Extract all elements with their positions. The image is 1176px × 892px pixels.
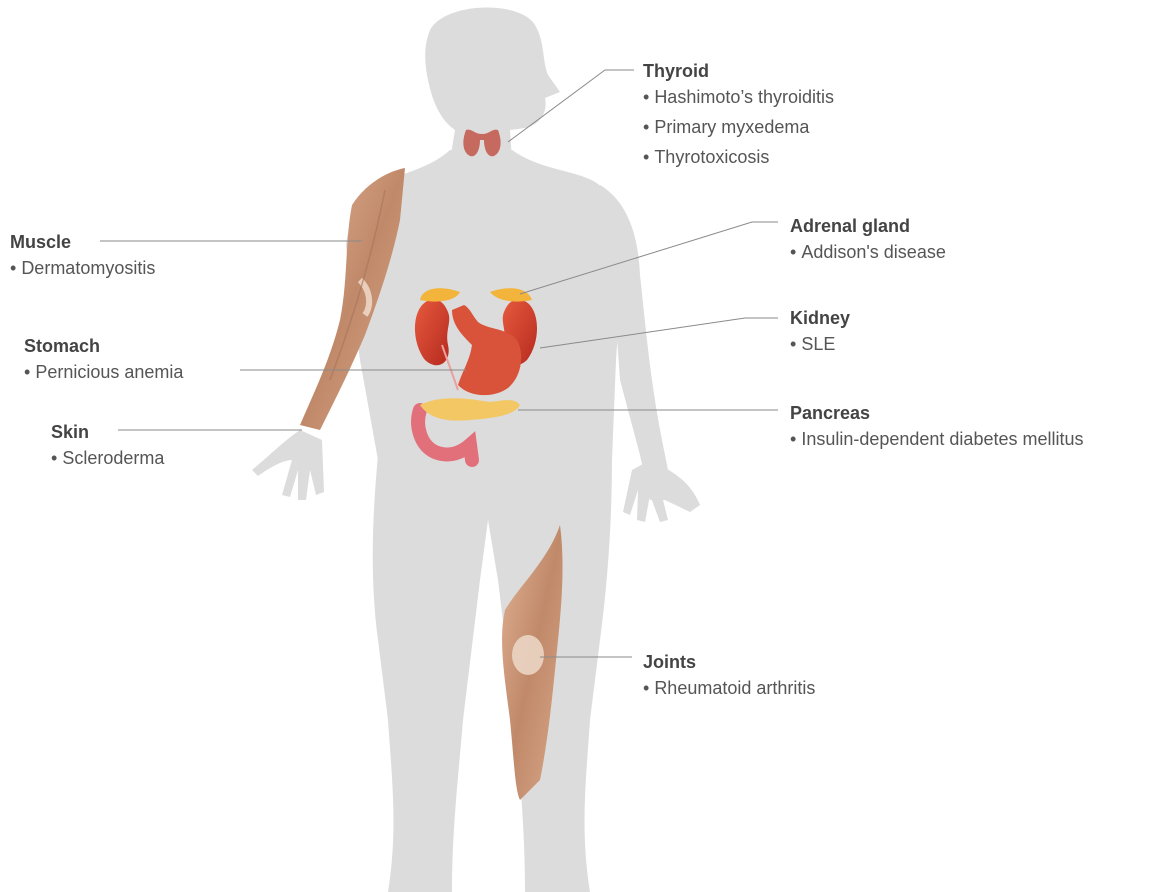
label-title: Kidney <box>790 307 850 329</box>
label-item: Pernicious anemia <box>24 357 183 387</box>
label-title: Pancreas <box>790 402 1084 424</box>
label-title: Adrenal gland <box>790 215 946 237</box>
label-title: Skin <box>51 421 164 443</box>
label-title: Muscle <box>10 231 155 253</box>
label-kidney: Kidney SLE <box>790 307 850 359</box>
label-stomach: Stomach Pernicious anemia <box>24 335 183 387</box>
label-item: Scleroderma <box>51 443 164 473</box>
label-title: Stomach <box>24 335 183 357</box>
label-pancreas: Pancreas Insulin-dependent diabetes mell… <box>790 402 1084 454</box>
label-item: Insulin-dependent diabetes mellitus <box>790 424 1084 454</box>
label-item: Dermatomyositis <box>10 253 155 283</box>
label-muscle: Muscle Dermatomyositis <box>10 231 155 283</box>
label-adrenal: Adrenal gland Addison's disease <box>790 215 946 267</box>
label-skin: Skin Scleroderma <box>51 421 164 473</box>
label-item: Thyrotoxicosis <box>643 142 834 172</box>
label-item: Addison's disease <box>790 237 946 267</box>
legs-shape <box>373 455 612 892</box>
label-item: Rheumatoid arthritis <box>643 673 815 703</box>
left-hand-shape <box>252 430 324 500</box>
label-joints: Joints Rheumatoid arthritis <box>643 651 815 703</box>
label-item: Primary myxedema <box>643 112 834 142</box>
label-title: Thyroid <box>643 60 834 82</box>
label-thyroid: Thyroid Hashimoto’s thyroiditis Primary … <box>643 60 834 172</box>
label-item: Hashimoto’s thyroiditis <box>643 82 834 112</box>
label-title: Joints <box>643 651 815 673</box>
label-item: SLE <box>790 329 850 359</box>
knee-highlight <box>512 635 544 675</box>
